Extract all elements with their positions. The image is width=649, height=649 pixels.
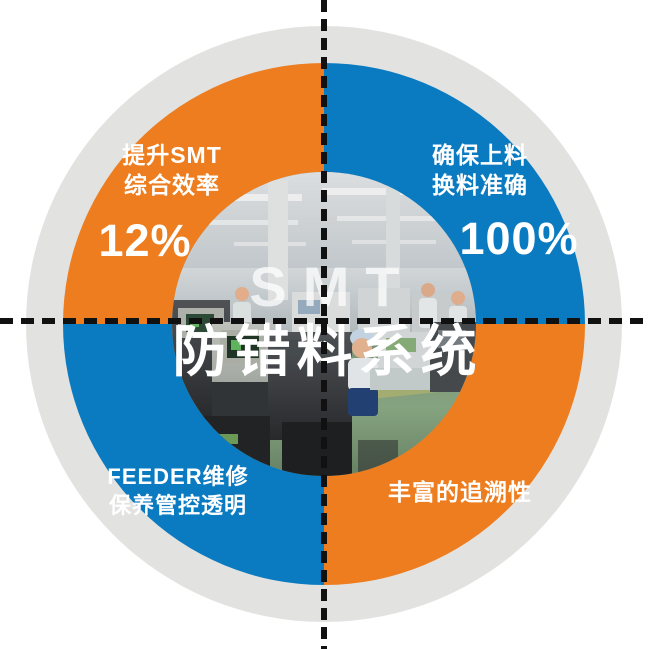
quadrant-tr-line-1: 确保上料 xyxy=(432,142,528,168)
vertical-dashed-guide-overlay xyxy=(321,0,327,649)
quadrant-bl-line-2: 保养管控透明 xyxy=(108,493,247,519)
metric-top-left: 12% xyxy=(98,215,192,266)
quadrant-bl-line-1: FEEDER维修 xyxy=(107,464,249,489)
metric-top-right: 100% xyxy=(459,213,579,264)
quadrant-label-top-right: 确保上料 换料准确 xyxy=(370,140,590,201)
quadrant-tl-line-2: 综合效率 xyxy=(124,172,220,199)
horizontal-dashed-guide-overlay xyxy=(0,318,649,324)
quadrant-tr-line-2: 换料准确 xyxy=(432,172,528,199)
quadrant-label-top-left: 提升SMT 综合效率 xyxy=(62,140,282,201)
quadrant-label-bottom-right: 丰富的追溯性 xyxy=(335,477,585,507)
quadrant-label-bottom-left: FEEDER维修 保养管控透明 xyxy=(48,462,308,520)
quadrant-tl-line-1: 提升SMT xyxy=(122,142,222,168)
quadrant-br-line-1: 丰富的追溯性 xyxy=(388,479,532,505)
